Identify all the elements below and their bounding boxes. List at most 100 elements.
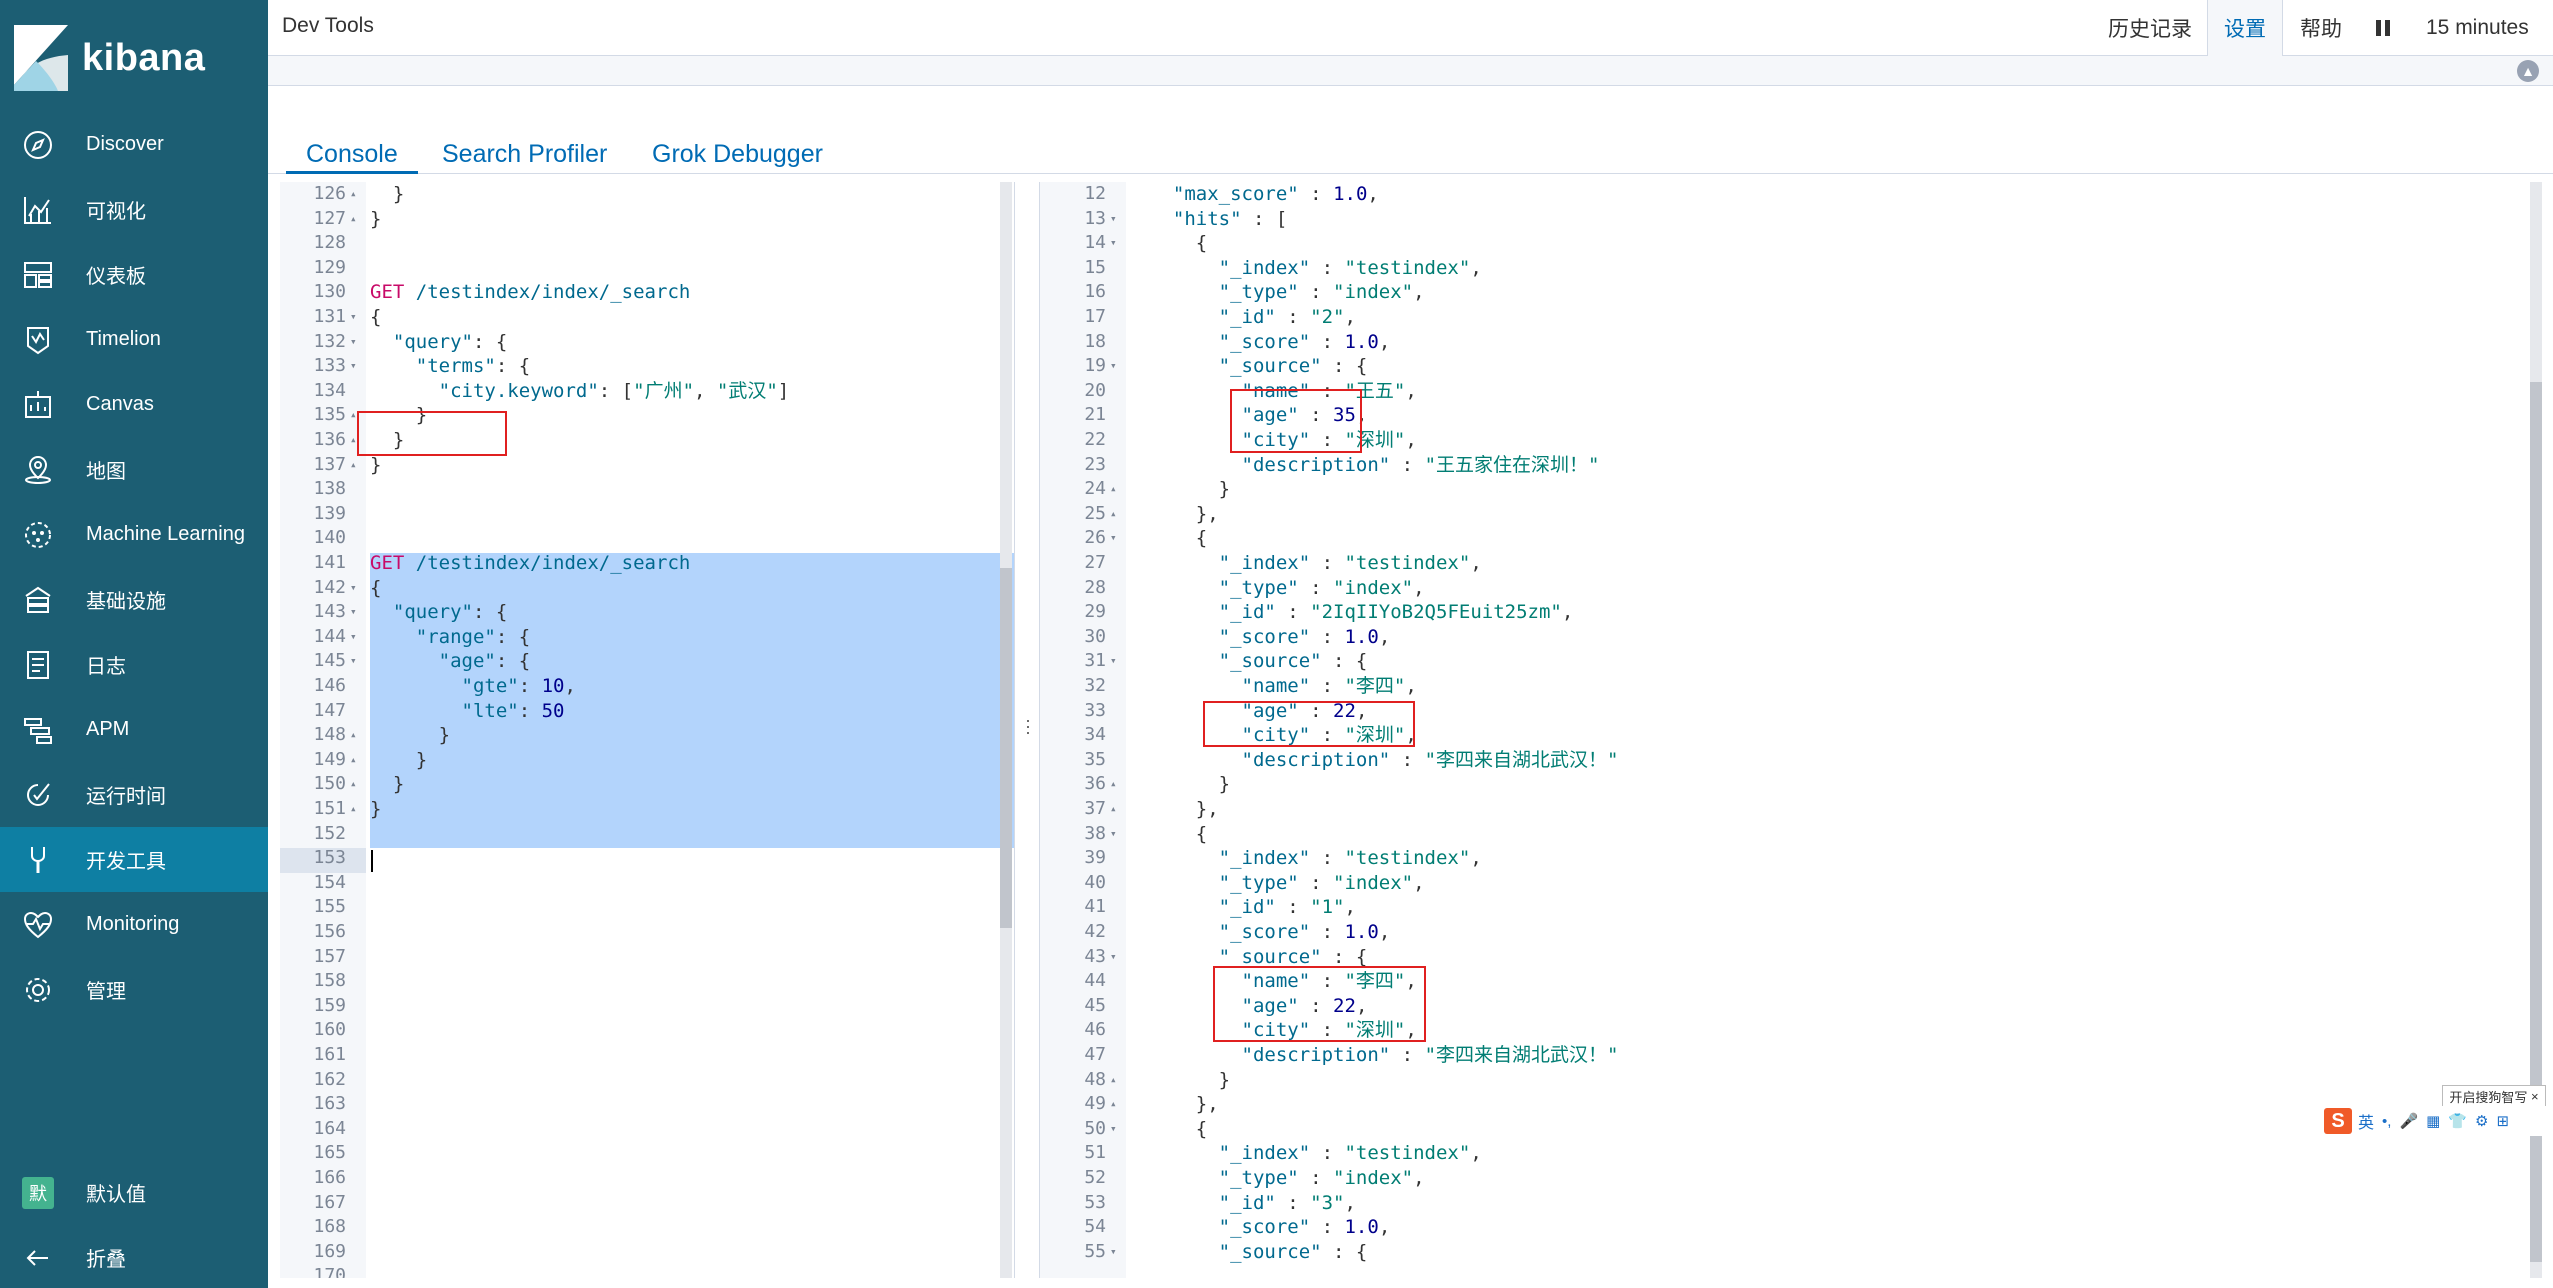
line-number: 45	[1084, 994, 1106, 1016]
fold-toggle-icon[interactable]: ▴	[1110, 1072, 1117, 1086]
line-number: 140	[313, 527, 346, 549]
fold-toggle-icon[interactable]: ▴	[350, 728, 357, 742]
kibana-logo[interactable]: kibana	[14, 22, 205, 94]
fold-toggle-icon[interactable]: ▴	[1110, 482, 1117, 496]
line-number: 152	[313, 822, 346, 844]
pane-resizer[interactable]: ···	[1014, 182, 1040, 1278]
fold-toggle-icon[interactable]: ▴	[350, 752, 357, 766]
grid-icon[interactable]: ⊞	[2496, 1113, 2510, 1130]
fold-toggle-icon[interactable]: ▾	[1110, 531, 1117, 545]
fold-toggle-icon[interactable]: ▴	[350, 802, 357, 815]
code-line: 23 "description" : "王五家住在深圳！"	[1040, 453, 2545, 478]
sidebar-item-dashboard[interactable]: 仪表板	[0, 242, 268, 307]
refresh-interval[interactable]: 15 minutes	[2426, 16, 2529, 39]
sidebar-item-uptime[interactable]: 运行时间	[0, 762, 268, 827]
line-number: 166	[313, 1167, 346, 1188]
sidebar-item-label: Timelion	[86, 328, 161, 350]
ime-mode[interactable]: 英	[2358, 1115, 2375, 1132]
fold-toggle-icon[interactable]: ▴	[1110, 777, 1117, 791]
fold-toggle-icon[interactable]: ▾	[1110, 1244, 1117, 1258]
request-scrollbar[interactable]	[1000, 182, 1012, 1278]
tab-console[interactable]: Console	[286, 120, 418, 174]
line-number: 167	[313, 1191, 346, 1213]
settings-link[interactable]: 设置	[2207, 0, 2283, 56]
sidebar-space-selector[interactable]: 默 默认值	[0, 1160, 268, 1225]
fold-toggle-icon[interactable]: ▾	[350, 629, 357, 643]
sidebar-item-apm[interactable]: APM	[0, 697, 268, 762]
fold-toggle-icon[interactable]: ▴	[350, 211, 357, 225]
fold-toggle-icon[interactable]: ▾	[1110, 949, 1117, 963]
fold-toggle-icon[interactable]: ▾	[1110, 359, 1117, 373]
code-line: 144▾ "range": {	[280, 625, 1014, 650]
line-number: 141	[313, 552, 346, 573]
line-number: 23	[1084, 453, 1106, 475]
tools-icon[interactable]: ⚙	[2475, 1113, 2489, 1130]
sidebar-item-monitoring[interactable]: Monitoring	[0, 892, 268, 957]
fold-toggle-icon[interactable]: ▴	[350, 187, 357, 200]
response-scroll-thumb[interactable]	[2530, 382, 2542, 1262]
sidebar-item-management[interactable]: 管理	[0, 957, 268, 1022]
fold-toggle-icon[interactable]: ▾	[350, 605, 357, 619]
sidebar-item-logs[interactable]: 日志	[0, 632, 268, 697]
sidebar-item-infrastructure[interactable]: 基础设施	[0, 567, 268, 632]
fold-toggle-icon[interactable]: ▾	[1110, 211, 1117, 225]
fold-toggle-icon[interactable]: ▴	[1110, 802, 1117, 815]
code-line: 153	[280, 846, 1014, 871]
line-number: 165	[313, 1142, 346, 1164]
tab-grok-debugger[interactable]: Grok Debugger	[652, 140, 823, 168]
ime-toolbar[interactable]: S 英 •, 🎤 ▦ 👕 ⚙ ⊞	[2322, 1106, 2553, 1136]
fold-toggle-icon[interactable]: ▴	[1110, 1097, 1117, 1111]
tab-search-profiler[interactable]: Search Profiler	[442, 140, 608, 168]
infrastructure-icon	[22, 584, 54, 616]
code-text: }	[370, 207, 382, 230]
fold-toggle-icon[interactable]: ▾	[1110, 1121, 1117, 1135]
pause-button[interactable]	[2357, 0, 2409, 56]
fold-toggle-icon[interactable]: ▾	[350, 334, 357, 348]
fold-toggle-icon[interactable]: ▴	[350, 433, 357, 446]
code-text: "_index" : "testindex",	[1218, 256, 1482, 279]
ime-tooltip[interactable]: 开启搜狗智写 ×	[2442, 1085, 2546, 1107]
fold-toggle-icon[interactable]: ▾	[1110, 236, 1117, 250]
sidebar-item-label: 管理	[86, 981, 126, 1003]
keyboard-icon[interactable]: ▦	[2426, 1113, 2441, 1130]
sidebar-item-visualize[interactable]: 可视化	[0, 177, 268, 242]
sidebar-item-maps[interactable]: 地图	[0, 437, 268, 502]
sidebar-collapse-button[interactable]: 折叠	[0, 1225, 268, 1288]
code-line: 54 "_score" : 1.0,	[1040, 1215, 2545, 1240]
sidebar-item-timelion[interactable]: Timelion	[0, 307, 268, 372]
skin-icon[interactable]: 👕	[2448, 1113, 2467, 1130]
code-line: 53 "_id" : "3",	[1040, 1191, 2545, 1216]
fold-toggle-icon[interactable]: ▴	[350, 457, 357, 471]
sidebar-item-machine-learning[interactable]: Machine Learning	[0, 502, 268, 567]
microphone-icon[interactable]: 🎤	[2399, 1113, 2419, 1130]
request-scroll-thumb[interactable]	[1000, 568, 1012, 928]
code-line: 152	[280, 822, 1014, 847]
code-line: 55▾ "_source" : {	[1040, 1240, 2545, 1265]
fold-toggle-icon[interactable]: ▾	[350, 310, 357, 323]
fold-toggle-icon[interactable]: ▾	[1110, 654, 1117, 668]
fold-toggle-icon[interactable]: ▴	[350, 777, 357, 791]
fold-toggle-icon[interactable]: ▾	[350, 580, 357, 594]
sidebar-item-discover[interactable]: Discover	[0, 112, 268, 177]
arrow-left-icon	[22, 1242, 54, 1274]
sidebar-item-label: Discover	[86, 133, 164, 155]
chevron-up-icon[interactable]: ▲	[2517, 60, 2539, 82]
fold-toggle-icon[interactable]: ▴	[350, 408, 357, 422]
response-scrollbar[interactable]	[2530, 182, 2542, 1278]
line-number: 33	[1084, 699, 1106, 721]
response-viewer[interactable]: 12 "max_score" : 1.0,13▾ "hits" : [14▾ {…	[1040, 182, 2545, 1278]
line-number: 14	[1084, 232, 1106, 254]
history-link[interactable]: 历史记录	[2108, 18, 2192, 41]
punctuation-icon[interactable]: •,	[2382, 1112, 2392, 1130]
help-link[interactable]: 帮助	[2300, 18, 2342, 41]
line-number: 36	[1084, 773, 1106, 795]
gear-icon	[22, 974, 54, 1006]
sidebar-item-canvas[interactable]: Canvas	[0, 372, 268, 437]
fold-toggle-icon[interactable]: ▾	[350, 654, 357, 668]
fold-toggle-icon[interactable]: ▾	[1110, 826, 1117, 840]
fold-toggle-icon[interactable]: ▾	[350, 359, 357, 373]
fold-toggle-icon[interactable]: ▴	[1110, 506, 1117, 520]
sidebar-item-label: 日志	[86, 656, 126, 678]
sidebar-item-dev-tools[interactable]: 开发工具	[0, 827, 268, 892]
